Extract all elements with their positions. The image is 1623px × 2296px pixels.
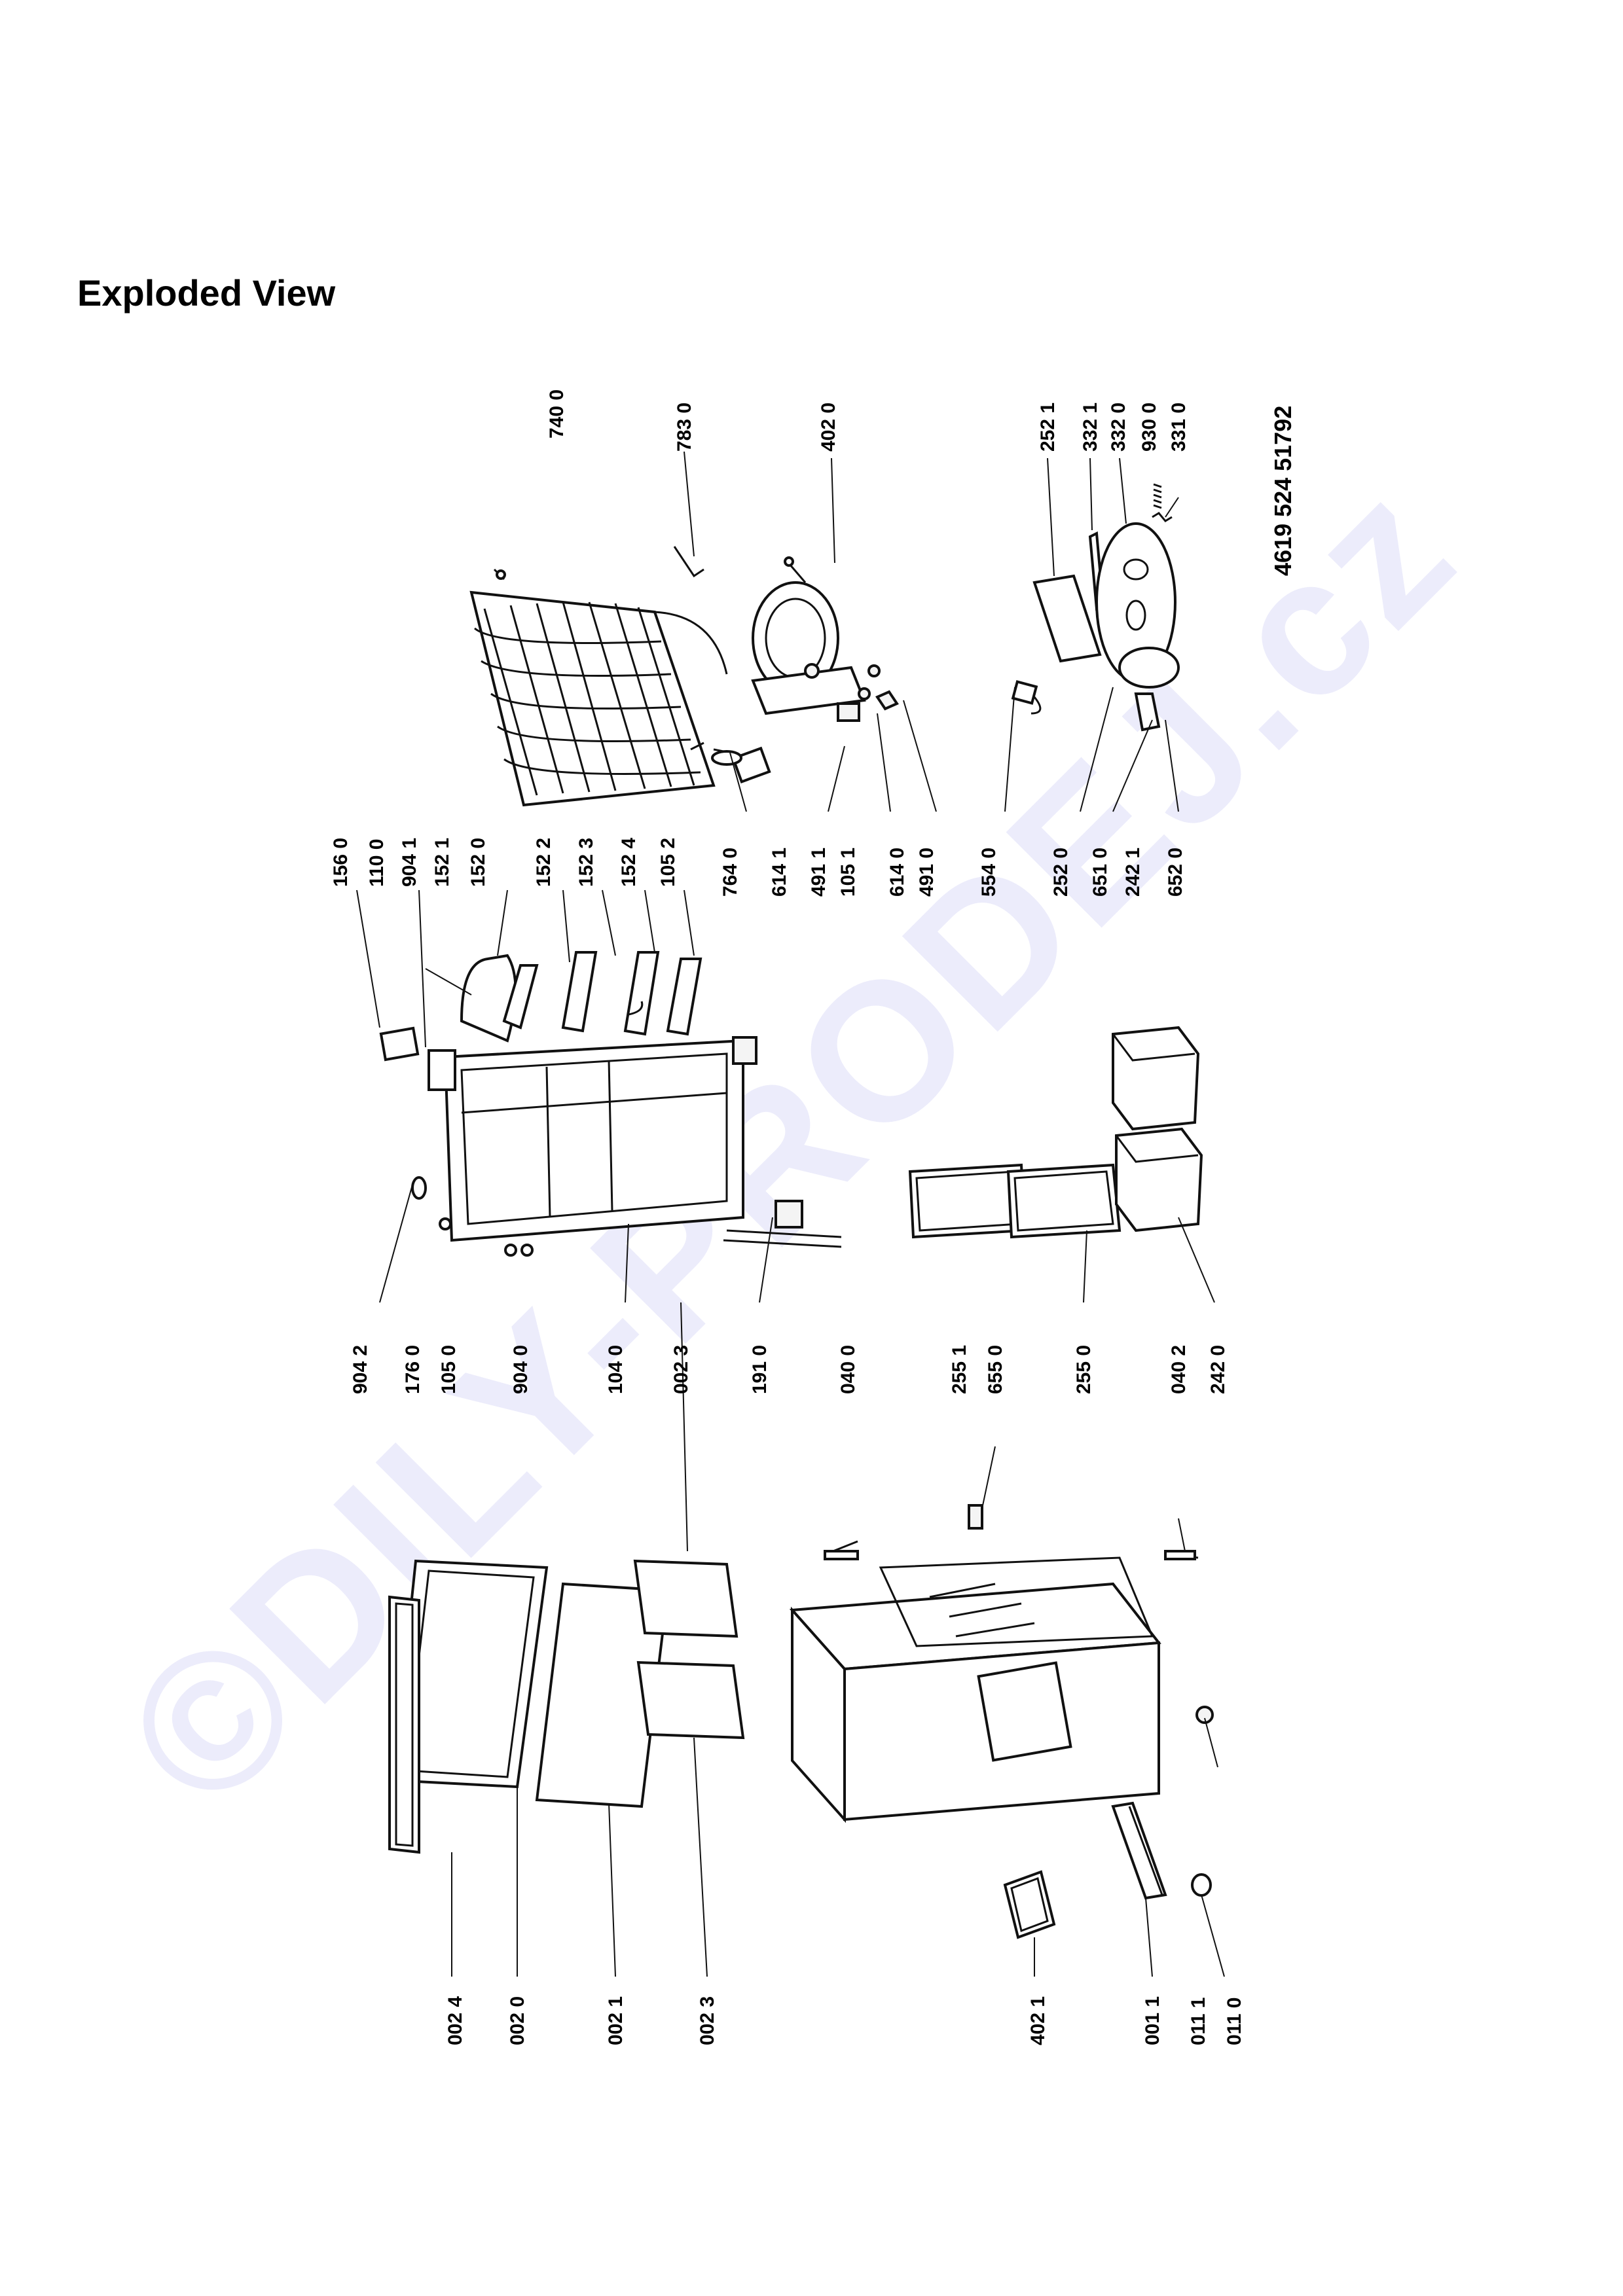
callout-002-3-upper: 002 3 (670, 1345, 692, 1394)
callout-152-2: 152 2 (533, 838, 555, 887)
callout-001-1: 001 1 (1142, 1996, 1163, 2045)
callout-002-4: 002 4 (445, 1996, 466, 2045)
callout-332-0: 332 0 (1108, 403, 1129, 452)
cabinet (789, 1504, 1214, 1897)
callout-011-1: 011 1 (1188, 1998, 1209, 2045)
callout-040-2: 040 2 (1168, 1345, 1190, 1394)
callout-252-0: 252 0 (1050, 848, 1072, 897)
callout-011-0: 011 0 (1224, 1998, 1245, 2045)
callout-764-0: 764 0 (720, 848, 741, 897)
callout-002-0: 002 0 (507, 1996, 528, 2045)
callout-614-1: 614 1 (769, 848, 790, 897)
callout-104-0: 104 0 (605, 1345, 627, 1394)
callout-783-0: 783 0 (674, 403, 695, 452)
callout-491-1: 491 1 (808, 848, 830, 897)
glass-shelves (908, 1163, 1122, 1239)
callout-152-4: 152 4 (618, 838, 640, 887)
callout-402-1: 402 1 (1027, 1996, 1049, 2045)
callout-255-0: 255 0 (1073, 1345, 1095, 1394)
callout-402-0: 402 0 (818, 403, 839, 452)
compressor (751, 556, 881, 715)
callout-105-2: 105 2 (657, 838, 679, 887)
callout-491-0: 491 0 (916, 848, 938, 897)
drain-assembly (1011, 483, 1180, 732)
door-shelves (460, 951, 702, 1043)
crisper-drawers (1112, 1026, 1203, 1232)
callout-105-1: 105 1 (837, 848, 859, 897)
bottom-parts (1003, 1801, 1167, 1939)
condenser (469, 546, 728, 807)
callout-110-0: 110 0 (366, 839, 388, 887)
callout-930-0: 930 0 (1139, 403, 1160, 452)
callout-labels: 740 0 783 0 402 0 252 1 332 1 332 0 930 … (330, 389, 1245, 2045)
callout-152-1: 152 1 (431, 838, 453, 887)
callout-655-0: 655 0 (985, 1345, 1006, 1394)
callout-904-0: 904 0 (510, 1345, 532, 1394)
callout-652-0: 652 0 (1165, 848, 1186, 897)
callout-252-1: 252 1 (1037, 403, 1059, 452)
callout-152-0: 152 0 (467, 838, 489, 887)
callout-002-3-lower: 002 3 (697, 1996, 718, 2045)
callout-176-0: 176 0 (402, 1345, 424, 1394)
document-number: 4619 524 51792 (1269, 406, 1296, 576)
leader-lines (356, 451, 1225, 1977)
door-inner-panel (443, 1039, 744, 1242)
callout-191-0: 191 0 (749, 1345, 771, 1394)
callout-332-1: 332 1 (1080, 403, 1101, 452)
page-title: Exploded View (77, 272, 336, 314)
callout-242-0: 242 0 (1207, 1345, 1229, 1394)
callout-904-2: 904 2 (350, 1345, 371, 1394)
callout-152-3: 152 3 (575, 838, 597, 887)
relay-parts (690, 690, 899, 783)
callout-255-1: 255 1 (949, 1345, 970, 1394)
callout-904-1: 904 1 (399, 838, 420, 887)
callout-242-1: 242 1 (1122, 848, 1144, 897)
door-hinge-parts (379, 1026, 842, 1257)
callout-105-0: 105 0 (438, 1345, 460, 1394)
outer-door (388, 1559, 745, 1854)
callout-651-0: 651 0 (1089, 848, 1111, 897)
callout-554-0: 554 0 (978, 848, 1000, 897)
callout-740-0: 740 0 (546, 389, 568, 439)
callout-002-1: 002 1 (605, 1996, 627, 2045)
callout-331-0: 331 0 (1168, 403, 1190, 452)
callout-614-0: 614 0 (886, 848, 908, 897)
callout-040-0: 040 0 (837, 1345, 859, 1394)
callout-156-0: 156 0 (330, 838, 352, 887)
